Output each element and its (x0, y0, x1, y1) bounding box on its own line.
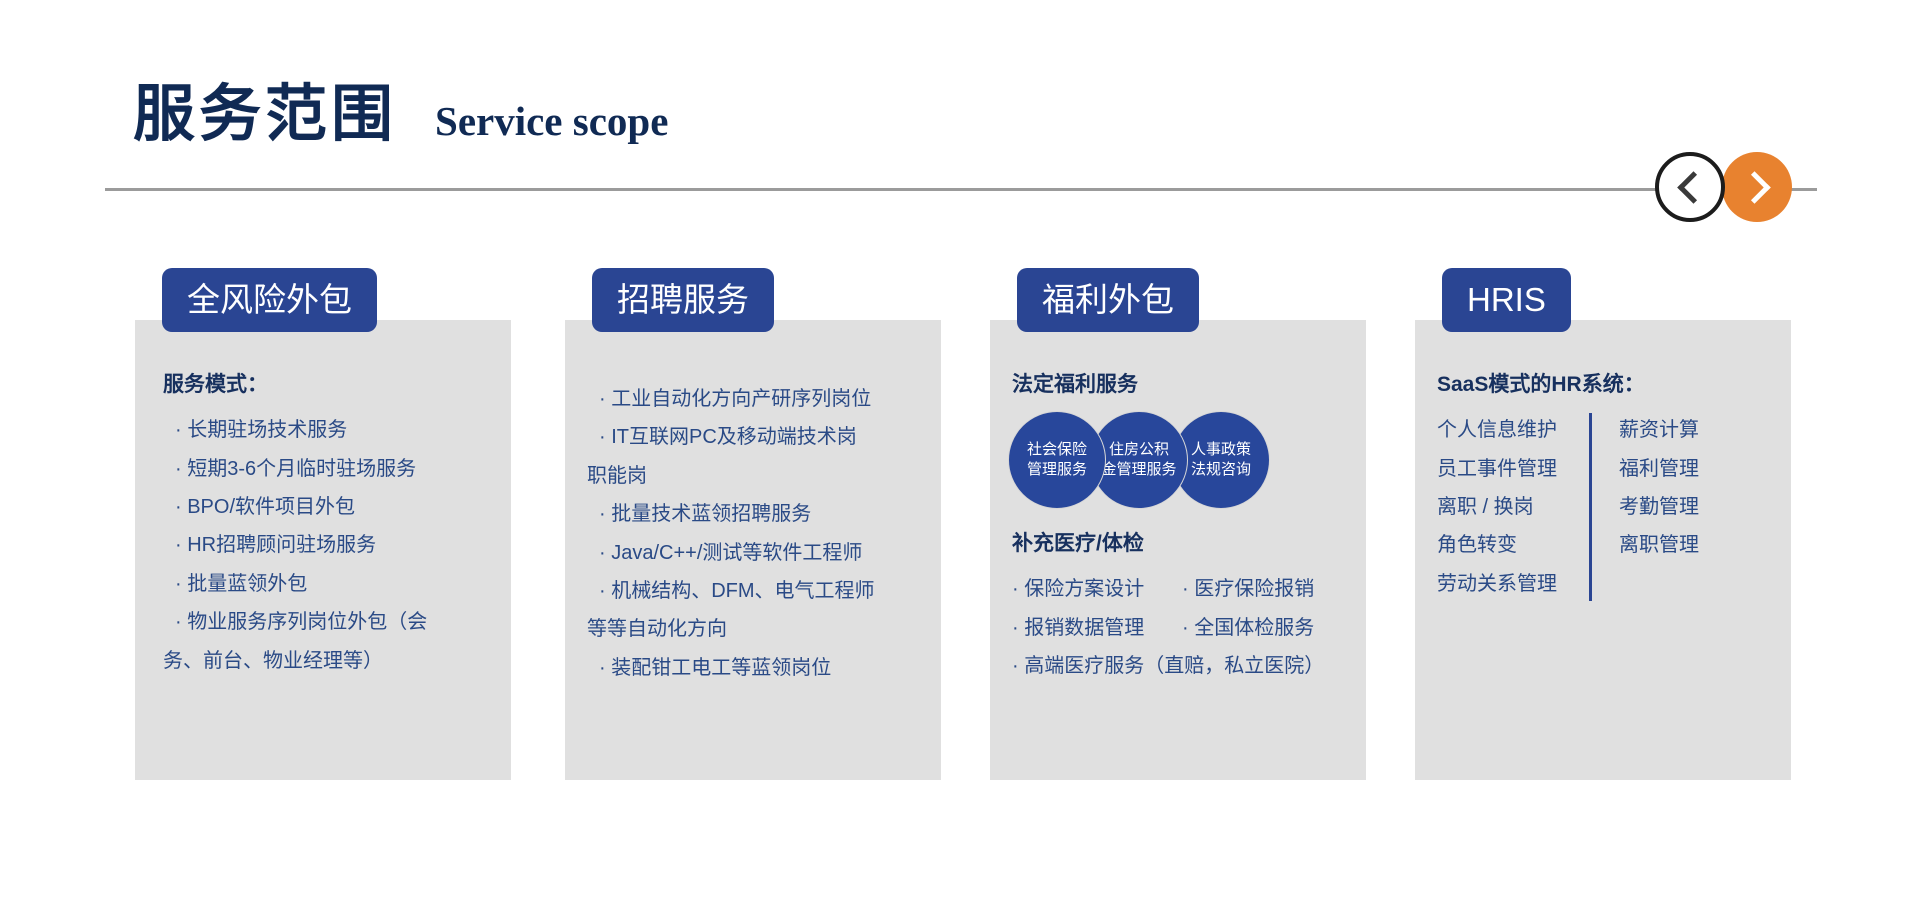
header-divider (105, 188, 1817, 191)
hris-column-left: 个人信息维护 员工事件管理 离职 / 换岗 角色转变 劳动关系管理 (1437, 411, 1589, 603)
list-item: · 批量蓝领外包 (175, 572, 308, 595)
list-item: 角色转变 (1437, 534, 1517, 557)
list-item: 个人信息维护 (1437, 419, 1557, 442)
service-cards: 服务模式： · 长期驻场技术服务 · 短期3-6个月临时驻场服务 · BPO/软… (0, 268, 1920, 788)
list-item: · IT互联网PC及移动端技术岗 (599, 426, 857, 449)
list-item: · 物业服务序列岗位外包（会 (175, 611, 428, 634)
carousel-next-button[interactable] (1722, 152, 1792, 222)
chevron-right-icon (1737, 170, 1771, 204)
card-section-title-medical: 补充医疗/体检 (1012, 532, 1144, 556)
benefit-circle[interactable]: 社会保险 管理服务 (1008, 411, 1106, 510)
list-item-continuation: 职能岗 (587, 464, 647, 487)
benefit-circle[interactable]: 住房公积 金管理服务 (1090, 411, 1188, 510)
list-item: · Java/C++/测试等软件工程师 (599, 541, 863, 564)
list-item-continuation: 等等自动化方向 (587, 618, 727, 641)
list-item: 离职管理 (1619, 534, 1699, 557)
hris-column-right: 薪资计算 福利管理 考勤管理 离职管理 (1589, 411, 1699, 603)
list-item: 考勤管理 (1619, 495, 1699, 518)
service-card-recruitment[interactable]: · 工业自动化方向产研序列岗位 · IT互联网PC及移动端技术岗 职能岗 · 批… (565, 320, 941, 780)
card-section-title-statutory: 法定福利服务 (1012, 373, 1138, 396)
medical-bullet-grid: · 保险方案设计 · 医疗保险报销 · 报销数据管理 · 全国体检服务 · 高端… (1012, 570, 1346, 685)
card-content: 服务模式： · 长期驻场技术服务 · 短期3-6个月临时驻场服务 · BPO/软… (135, 320, 511, 780)
hris-columns: 个人信息维护 员工事件管理 离职 / 换岗 角色转变 劳动关系管理 薪资计算 福… (1437, 411, 1771, 603)
list-item: 福利管理 (1619, 457, 1699, 480)
list-item: · 长期驻场技术服务 (175, 419, 348, 442)
list-item: 员工事件管理 (1437, 457, 1557, 480)
service-card-hris[interactable]: SaaS模式的HR系统： 个人信息维护 员工事件管理 离职 / 换岗 角色转变 … (1415, 320, 1791, 780)
list-item: · 全国体检服务 (1182, 616, 1315, 639)
page-title: 服务范围 Service scope (133, 84, 668, 146)
benefit-circle-line1: 人事政策 (1190, 440, 1251, 458)
card-badge-full-risk-outsourcing[interactable]: 全风险外包 (162, 268, 377, 332)
list-item: · BPO/软件项目外包 (175, 495, 356, 518)
benefit-circles: 社会保险 管理服务 住房公积 金管理服务 人事政策 法规咨询 (1008, 411, 1346, 510)
benefit-circle[interactable]: 人事政策 法规咨询 (1172, 411, 1270, 510)
service-card-full-risk-outsourcing[interactable]: 服务模式： · 长期驻场技术服务 · 短期3-6个月临时驻场服务 · BPO/软… (135, 320, 511, 780)
benefit-circle-line2: 管理服务 (1026, 461, 1087, 479)
benefit-circle-line1: 住房公积 (1108, 440, 1169, 458)
list-item: · 短期3-6个月临时驻场服务 (175, 457, 417, 480)
benefit-circle-line1: 社会保险 (1026, 440, 1087, 458)
list-item: 离职 / 换岗 (1437, 495, 1534, 518)
card-section-title: 服务模式： (163, 373, 268, 396)
list-item: · 医疗保险报销 (1182, 578, 1315, 601)
card-content: SaaS模式的HR系统： 个人信息维护 员工事件管理 离职 / 换岗 角色转变 … (1415, 320, 1791, 780)
list-item: · 装配钳工电工等蓝领岗位 (599, 656, 832, 679)
card-badge-recruitment[interactable]: 招聘服务 (592, 268, 774, 332)
chevron-left-icon (1676, 170, 1710, 204)
list-item: 薪资计算 (1619, 419, 1699, 442)
card-badge-benefits-outsourcing[interactable]: 福利外包 (1017, 268, 1199, 332)
list-item: · 机械结构、DFM、电气工程师 (599, 579, 875, 602)
list-item: · 保险方案设计 (1012, 578, 1145, 601)
list-item-continuation: 务、前台、物业经理等） (163, 649, 383, 672)
card-content: · 工业自动化方向产研序列岗位 · IT互联网PC及移动端技术岗 职能岗 · 批… (565, 320, 941, 780)
card-section-title: SaaS模式的HR系统： (1437, 373, 1645, 396)
page-title-en: Service scope (435, 98, 669, 144)
carousel-prev-button[interactable] (1655, 152, 1725, 222)
page-title-cn: 服务范围 (133, 81, 398, 149)
hris-column-divider (1589, 413, 1592, 602)
card-badge-hris[interactable]: HRIS (1442, 268, 1571, 332)
page-header: 服务范围 Service scope (0, 0, 1920, 222)
list-item: · HR招聘顾问驻场服务 (175, 534, 377, 557)
list-item: · 工业自动化方向产研序列岗位 (599, 388, 872, 410)
benefit-circle-line2: 金管理服务 (1101, 461, 1177, 479)
service-card-benefits-outsourcing[interactable]: 法定福利服务 社会保险 管理服务 住房公积 金管理服务 人事政策 法规咨询 补充… (990, 320, 1366, 780)
card-content: 法定福利服务 社会保险 管理服务 住房公积 金管理服务 人事政策 法规咨询 补充… (990, 320, 1366, 780)
list-item: · 批量技术蓝领招聘服务 (599, 503, 812, 526)
list-item: · 报销数据管理 (1012, 616, 1145, 639)
list-item: · 高端医疗服务（直赔，私立医院） (1012, 655, 1325, 678)
benefit-circle-line2: 法规咨询 (1190, 461, 1251, 479)
list-item: 劳动关系管理 (1437, 572, 1557, 595)
